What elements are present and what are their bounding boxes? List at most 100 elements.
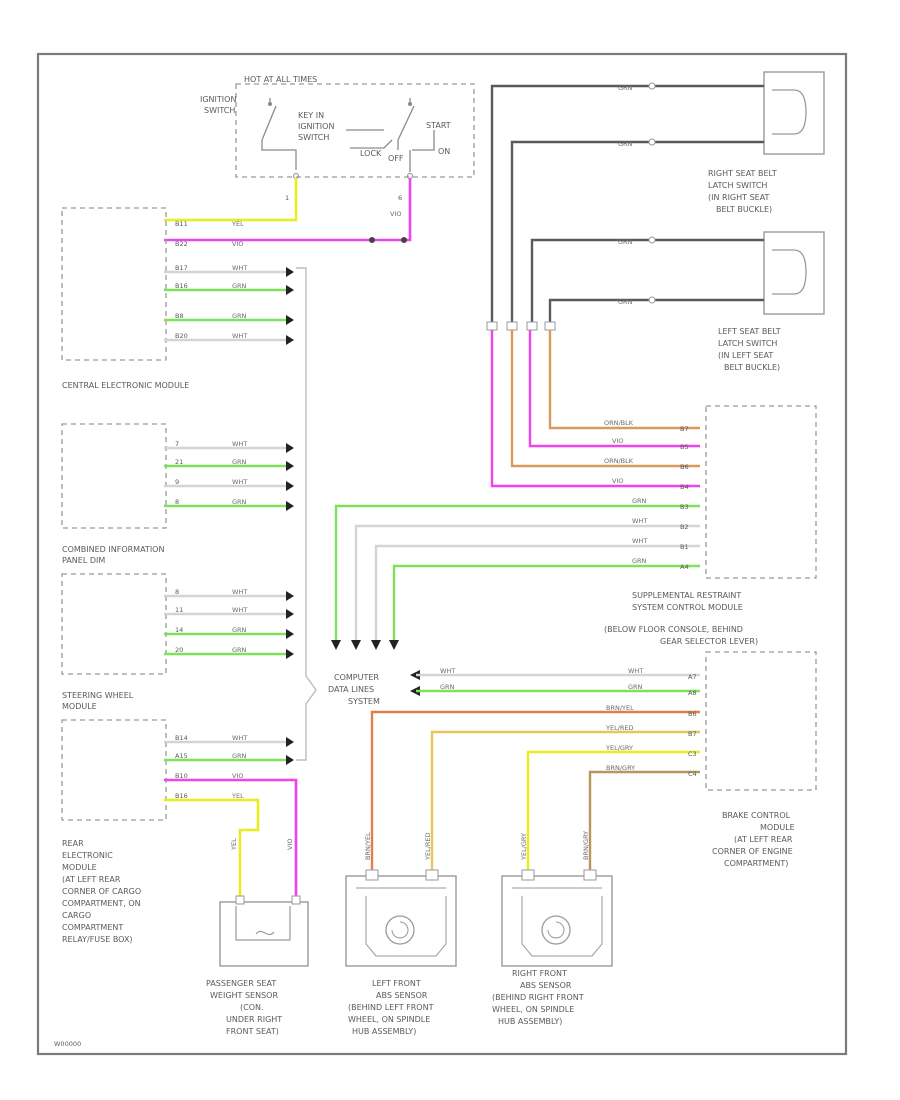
pin-label: B16 bbox=[175, 282, 188, 290]
left-abs-label-line: LEFT FRONT bbox=[372, 979, 421, 988]
wire-color-label: WHT bbox=[628, 667, 643, 675]
cim-label-1: COMBINED INFORMATION bbox=[62, 545, 164, 554]
ign-yel-label: YEL bbox=[231, 220, 244, 228]
belt-wire-label: GRN bbox=[618, 84, 633, 92]
cim-pins bbox=[164, 443, 294, 511]
footer-code: W00000 bbox=[54, 1040, 81, 1048]
rem-pins bbox=[164, 737, 298, 900]
wire-color-label: WHT bbox=[232, 606, 247, 614]
wire-color-label: BRN/YEL bbox=[606, 704, 634, 712]
right-abs-label-line: ABS SENSOR bbox=[520, 981, 572, 990]
ignition-header: HOT AT ALL TIMES bbox=[244, 75, 317, 84]
lock-label: LOCK bbox=[360, 149, 382, 158]
left-abs-label-line: ABS SENSOR bbox=[376, 991, 428, 1000]
wire-color-label: GRN bbox=[232, 646, 247, 654]
ignition-pin-right: 6 bbox=[398, 194, 402, 202]
wire-color-label: GRN bbox=[232, 458, 247, 466]
rem-label-line: CORNER OF CARGO bbox=[62, 887, 141, 896]
passenger-seat-sensor: PASSENGER SEAT WEIGHT SENSOR (CON. UNDER… bbox=[206, 895, 309, 1036]
pass-sensor-label-line: (CON. bbox=[240, 1003, 264, 1012]
pass-sensor-label-line: FRONT SEAT) bbox=[226, 1027, 279, 1036]
pin-label: B14 bbox=[175, 734, 188, 742]
right-belt-label-line: BELT BUCKLE) bbox=[716, 205, 772, 214]
rem-label-line: REAR bbox=[62, 839, 84, 848]
wire-color-label: WHT bbox=[232, 588, 247, 596]
left-seat-belt-switch: LEFT SEAT BELT LATCH SWITCH (IN LEFT SEA… bbox=[718, 231, 825, 372]
rem-label-line: ELECTRONIC bbox=[62, 851, 113, 860]
rem-label-line: COMPARTMENT bbox=[62, 923, 123, 932]
right-belt-label-line: LATCH SWITCH bbox=[708, 181, 767, 190]
wire-color-label: ORN/BLK bbox=[604, 457, 634, 465]
key-in-label-1: KEY IN bbox=[298, 111, 324, 120]
wire-color-label: GRN bbox=[440, 683, 455, 691]
bcm-label-line: (AT LEFT REAR bbox=[734, 835, 793, 844]
pin-label: 8 bbox=[175, 588, 179, 596]
left-belt-label-line: BELT BUCKLE) bbox=[724, 363, 780, 372]
left-belt-label-line: LATCH SWITCH bbox=[718, 339, 777, 348]
srs-label-line: (BELOW FLOOR CONSOLE, BEHIND bbox=[604, 625, 743, 634]
wire-color-label: VIO bbox=[612, 477, 623, 485]
pin-label: 21 bbox=[175, 458, 183, 466]
swm-pins bbox=[164, 591, 294, 659]
ign-vio-label-2: VIO bbox=[390, 210, 401, 218]
pin-label: B11 bbox=[175, 220, 188, 228]
pin-label: 9 bbox=[175, 478, 179, 486]
rem-label: REAR ELECTRONIC MODULE (AT LEFT REAR COR… bbox=[62, 839, 141, 944]
swm-label-1: STEERING WHEEL bbox=[62, 691, 134, 700]
pin-label: B10 bbox=[175, 772, 188, 780]
wire-color-label: GRN bbox=[232, 312, 247, 320]
wire-color-label: YEL/GRY bbox=[605, 744, 633, 752]
wire-color-label: ORN/BLK bbox=[604, 419, 634, 427]
pin-label: 8 bbox=[175, 498, 179, 506]
cdl-label-line: DATA LINES bbox=[328, 685, 374, 694]
cim-box bbox=[61, 423, 167, 529]
pin-label: B20 bbox=[175, 332, 188, 340]
bcm-wires bbox=[370, 673, 700, 880]
wire-color-label: WHT bbox=[232, 440, 247, 448]
wire-color-label: BRN/GRY bbox=[606, 764, 635, 772]
belt-wire-label: GRN bbox=[618, 298, 633, 306]
central-module-box bbox=[61, 207, 167, 361]
bcm-label-line: CORNER OF ENGINE bbox=[712, 847, 793, 856]
ignition-switch: HOT AT ALL TIMES IGNITION SWITCH KEY IN … bbox=[200, 75, 475, 202]
wire-color-label: GRN bbox=[232, 498, 247, 506]
cdl-label-line: COMPUTER bbox=[334, 673, 379, 682]
pin-label: B22 bbox=[175, 240, 188, 248]
rem-label-line: MODULE bbox=[62, 863, 97, 872]
wire-color-label: YEL bbox=[231, 792, 244, 800]
right-abs-sensor: YEL/GRY BRN/GRY RIGHT FRONT ABS SENSOR (… bbox=[492, 831, 613, 1026]
bcm-label-line: MODULE bbox=[760, 823, 795, 832]
start-label: START bbox=[426, 121, 451, 130]
pin-label: B16 bbox=[175, 792, 188, 800]
wire-color-label: WHT bbox=[632, 537, 647, 545]
cim-label-2: PANEL DIM bbox=[62, 556, 105, 565]
wire-color-label: WHT bbox=[232, 734, 247, 742]
right-abs-label-line: HUB ASSEMBLY) bbox=[498, 1017, 562, 1026]
belt-to-srs-wires bbox=[334, 330, 700, 640]
wire-color-label: VIO bbox=[612, 437, 623, 445]
srs-label-line: GEAR SELECTOR LEVER) bbox=[660, 637, 758, 646]
on-label: ON bbox=[438, 147, 450, 156]
right-belt-label-line: (IN RIGHT SEAT bbox=[708, 193, 770, 202]
cdl-label-line: SYSTEM bbox=[348, 697, 380, 706]
right-abs-label-line: (BEHIND RIGHT FRONT bbox=[492, 993, 584, 1002]
central-pins bbox=[164, 267, 294, 345]
rem-label-line: RELAY/FUSE BOX) bbox=[62, 935, 133, 944]
wire-color-label: WHT bbox=[440, 667, 455, 675]
wire-color-label: GRN bbox=[232, 626, 247, 634]
ignition-label-2: SWITCH bbox=[204, 106, 235, 115]
wire-color-label: WHT bbox=[632, 517, 647, 525]
left-abs-label-line: HUB ASSEMBLY) bbox=[352, 1027, 416, 1036]
ignition-pin-left: 1 bbox=[285, 194, 289, 202]
pin-label: 14 bbox=[175, 626, 183, 634]
belt-connector-marks bbox=[486, 82, 656, 331]
pin-label: A4 bbox=[680, 563, 689, 571]
pin-label: A7 bbox=[688, 673, 697, 681]
pass-sensor-label-line: WEIGHT SENSOR bbox=[210, 991, 278, 1000]
belt-wire-label: GRN bbox=[618, 140, 633, 148]
srs-label-line: SUPPLEMENTAL RESTRAINT bbox=[632, 591, 741, 600]
rem-label-line: COMPARTMENT, ON bbox=[62, 899, 141, 908]
central-module-label: CENTRAL ELECTRONIC MODULE bbox=[62, 381, 189, 390]
wire-color-label: GRN bbox=[232, 282, 247, 290]
key-in-label-3: SWITCH bbox=[298, 133, 329, 142]
